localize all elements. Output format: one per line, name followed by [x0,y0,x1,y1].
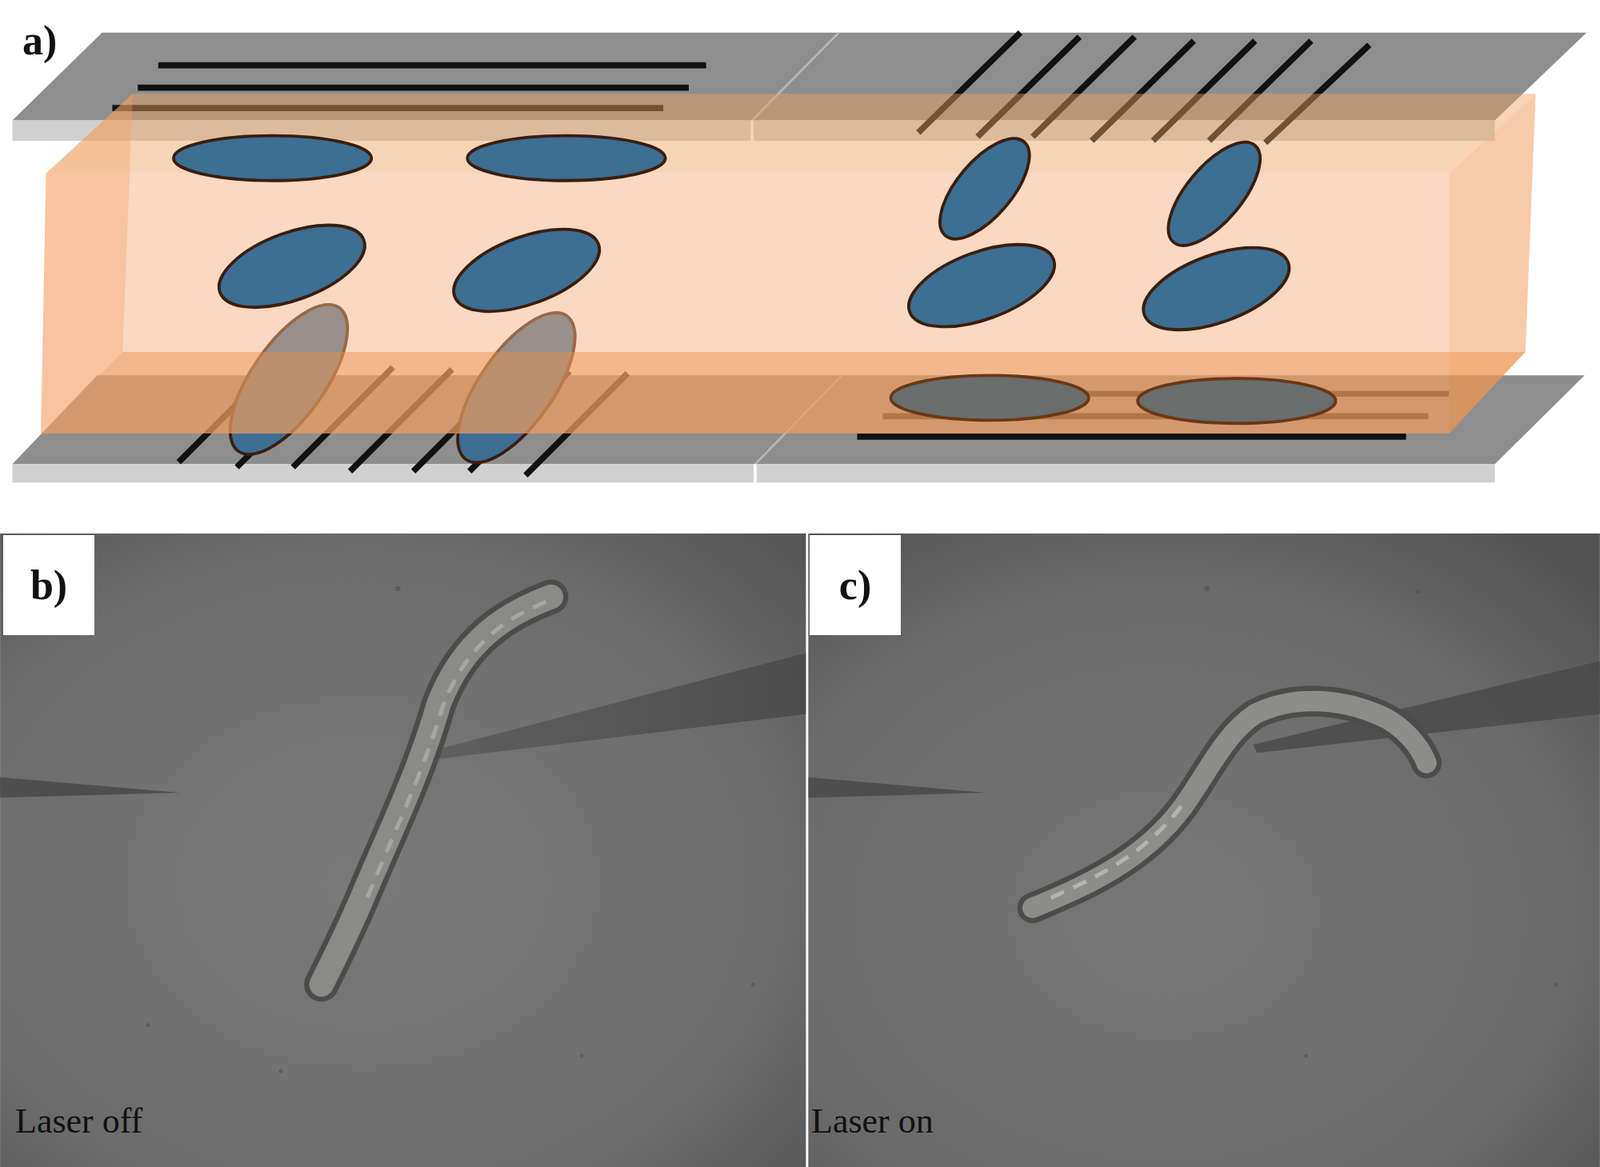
micrograph-laser-off [0,533,807,1167]
condition-label: Laser on [811,1102,934,1141]
panel-label: a) [22,17,57,64]
micropipette [808,777,986,799]
micrograph-laser-on [808,533,1600,1167]
lc-molecules-bottom [891,375,1336,424]
liquid-crystal-layer [40,93,1536,434]
panel-label: b) [3,535,95,636]
lc-molecules [173,124,1300,347]
condition-label: Laser off [15,1102,143,1141]
micropipette [0,777,180,799]
fiber [1032,701,1427,909]
bottom-plate-edge [12,464,1495,483]
panel-label: c) [809,535,901,636]
fiber [321,596,552,985]
lc-cell-schematic [12,32,1587,483]
